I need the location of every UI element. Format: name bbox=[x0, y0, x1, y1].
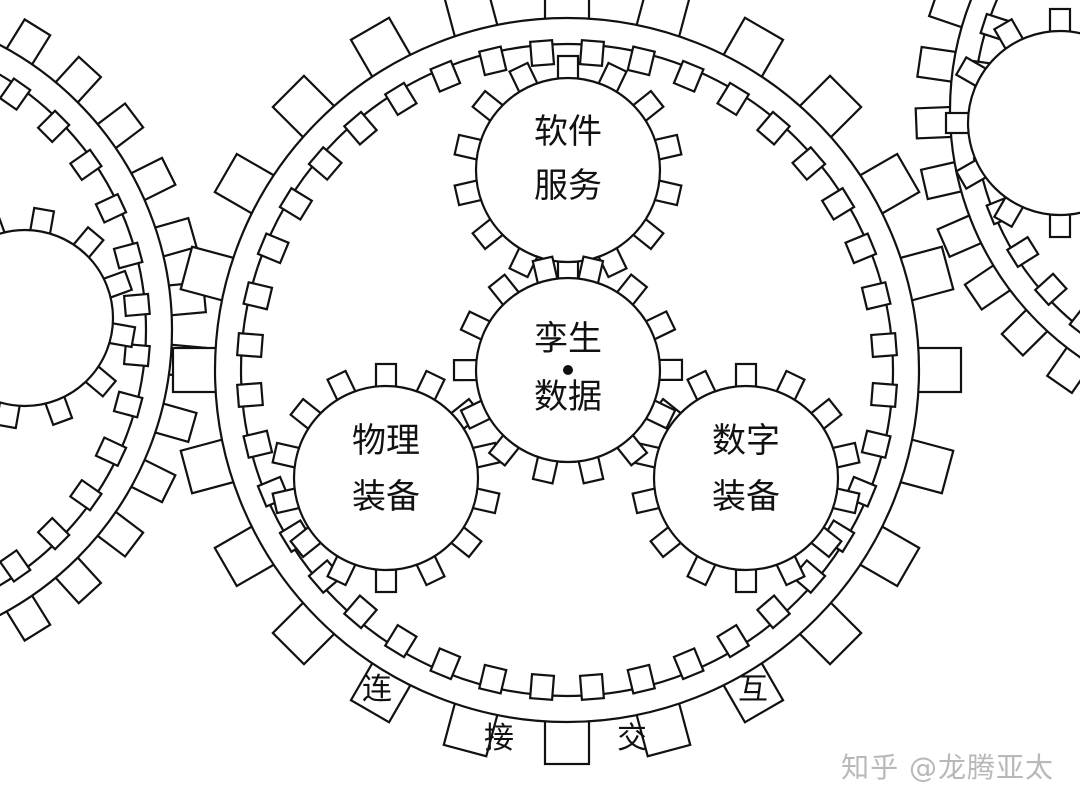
central-ring-inner-tooth bbox=[626, 663, 657, 695]
central-ring-inner-tooth bbox=[870, 331, 899, 359]
central-ring-inner-tooth bbox=[578, 673, 606, 702]
left-ring-inner-tooth bbox=[36, 109, 71, 144]
central-ring-outer-tooth bbox=[543, 716, 591, 766]
left-ring-inner-tooth bbox=[112, 241, 144, 270]
ring-tooth-label-1: 连 bbox=[362, 672, 392, 707]
planet-top-gear-body bbox=[474, 76, 662, 264]
central-ring-inner-tooth bbox=[844, 232, 878, 265]
planet-top-line2: 服务 bbox=[534, 166, 602, 206]
central-ring-inner-tooth bbox=[235, 381, 264, 409]
central-ring-inner-tooth bbox=[860, 280, 892, 311]
central-ring-inner-tooth bbox=[672, 59, 705, 93]
central-ring-inner-tooth bbox=[755, 110, 792, 147]
sun-center-dot bbox=[563, 365, 573, 375]
central-ring-inner-tooth bbox=[578, 38, 606, 67]
central-ring-inner-tooth bbox=[715, 81, 751, 117]
central-ring-inner-tooth bbox=[477, 45, 508, 77]
central-ring-inner-tooth bbox=[342, 593, 379, 630]
left-ring-inner-tooth bbox=[68, 478, 104, 512]
sun-line2: 数据 bbox=[534, 377, 602, 417]
left-ring-inner-tooth bbox=[0, 548, 32, 584]
planet-left-line1: 物理 bbox=[352, 421, 420, 461]
planet-left-gear-body bbox=[292, 384, 480, 572]
right-ring-inner-tooth bbox=[1033, 272, 1068, 307]
sun-line1: 孪生 bbox=[534, 319, 602, 359]
left-ring-inner-tooth bbox=[122, 342, 151, 368]
planet-right-gear-body bbox=[652, 384, 840, 572]
left-ring-inner-tooth bbox=[112, 390, 144, 419]
central-ring-inner-tooth bbox=[242, 429, 274, 460]
central-ring-inner-tooth bbox=[235, 331, 264, 359]
central-ring-inner-tooth bbox=[256, 232, 290, 265]
central-ring-inner-tooth bbox=[870, 381, 899, 409]
central-ring-outer-tooth bbox=[171, 346, 221, 394]
right-ring-inner-tooth bbox=[1005, 235, 1040, 269]
central-ring-outer-tooth bbox=[913, 346, 963, 394]
ring-tooth-label-4: 互 bbox=[738, 672, 768, 707]
central-ring-inner-tooth bbox=[342, 110, 379, 147]
central-ring-inner-tooth bbox=[528, 673, 556, 702]
left-ring-inner-tooth bbox=[0, 76, 32, 112]
planet-right-line2: 装备 bbox=[712, 477, 780, 517]
central-ring-inner-tooth bbox=[383, 81, 419, 117]
gears-layer bbox=[0, 0, 1080, 766]
ring-tooth-label-3: 交 bbox=[617, 721, 647, 756]
central-ring-inner-tooth bbox=[790, 145, 827, 182]
central-ring-inner-tooth bbox=[242, 280, 274, 311]
right-ring-outer-tooth bbox=[1045, 343, 1080, 395]
planet-top-line1: 软件 bbox=[534, 112, 602, 152]
left-ring-inner-tooth bbox=[94, 436, 128, 468]
central-ring-inner-tooth bbox=[429, 59, 462, 93]
watermark: 知乎 @龙腾亚太 bbox=[841, 751, 1054, 784]
central-ring-inner-tooth bbox=[383, 623, 419, 659]
left-ring-inner-tooth bbox=[36, 516, 71, 551]
central-ring-inner-tooth bbox=[860, 429, 892, 460]
planet-right-line1: 数字 bbox=[712, 421, 780, 461]
central-ring-inner-tooth bbox=[820, 186, 856, 222]
central-ring-inner-tooth bbox=[278, 186, 314, 222]
central-ring-inner-tooth bbox=[715, 623, 751, 659]
left-ring-inner-tooth bbox=[122, 292, 151, 318]
central-ring-inner-tooth bbox=[626, 45, 657, 77]
left-ring-inner-tooth bbox=[94, 192, 128, 224]
left-small-gear-tooth bbox=[0, 209, 8, 244]
ring-tooth-label-2: 接 bbox=[484, 721, 514, 756]
planet-left-line2: 装备 bbox=[352, 477, 420, 517]
central-ring-inner-tooth bbox=[477, 663, 508, 695]
central-ring-inner-tooth bbox=[307, 145, 344, 182]
central-ring-inner-tooth bbox=[429, 647, 462, 681]
right-small-gear-body bbox=[966, 29, 1080, 217]
central-ring-inner-tooth bbox=[528, 38, 556, 67]
central-ring-inner-tooth bbox=[672, 647, 705, 681]
right-ring-inner-tooth bbox=[1068, 304, 1080, 339]
left-ring-inner-tooth bbox=[68, 148, 104, 182]
central-ring-inner-tooth bbox=[755, 593, 792, 630]
left-small-gear-body bbox=[0, 228, 115, 408]
